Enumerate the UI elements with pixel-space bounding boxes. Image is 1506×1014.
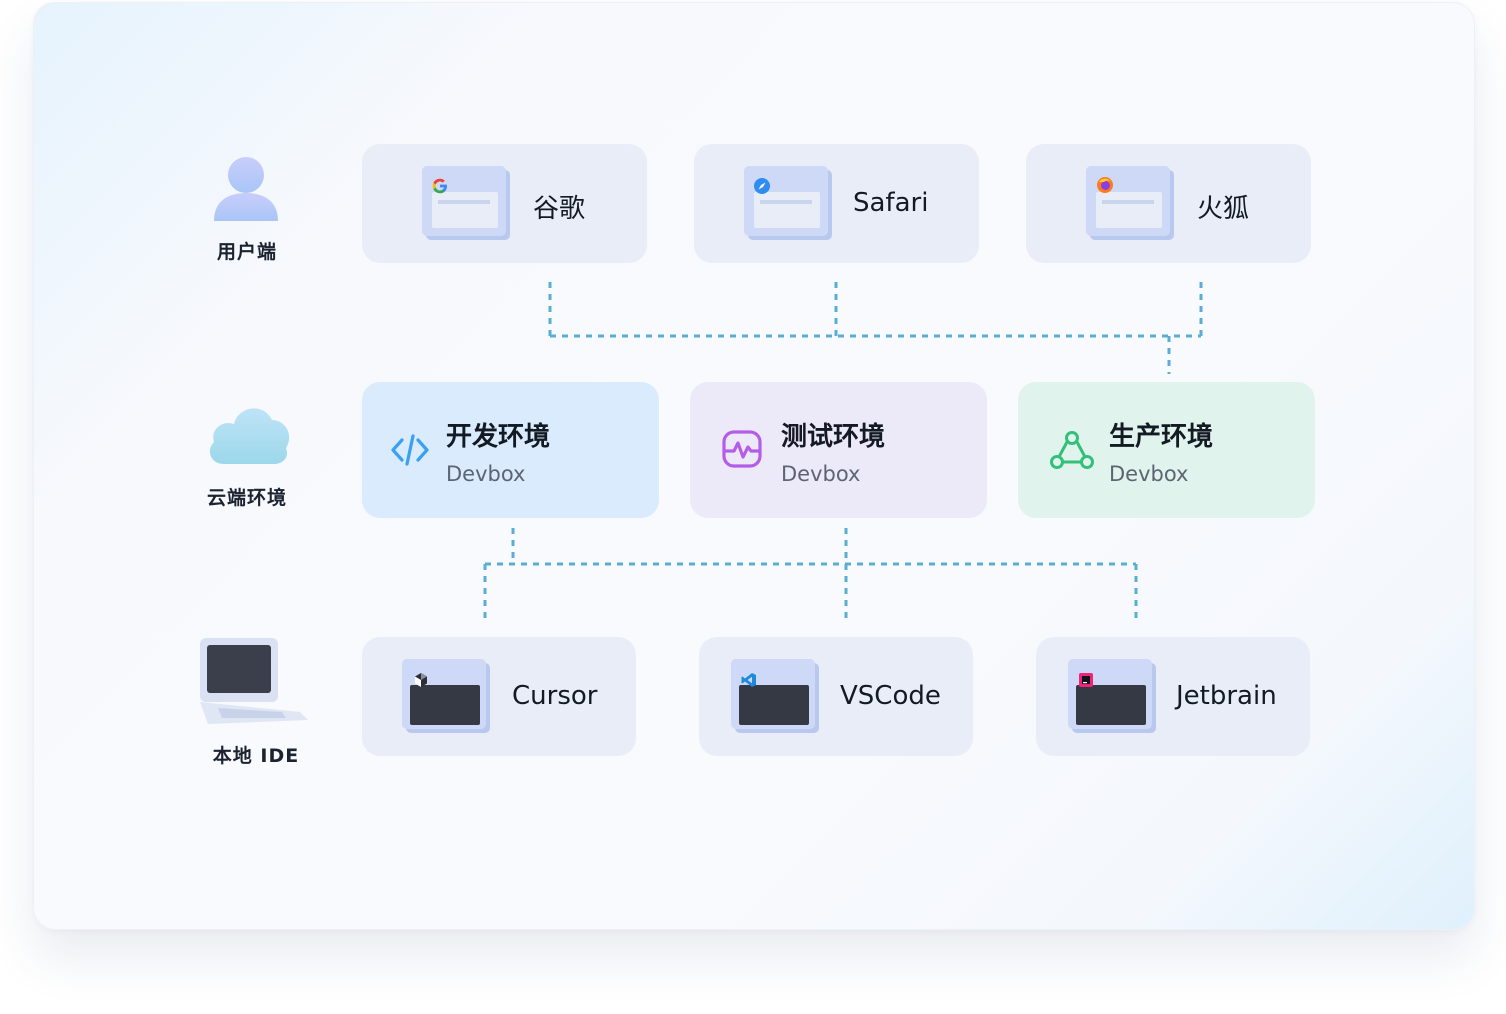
- safari-icon: [753, 177, 771, 195]
- cloud-icon: [209, 408, 290, 464]
- laptop-row-icon: [196, 636, 310, 728]
- laptop-icon: [200, 638, 308, 724]
- firefox-icon: [1096, 176, 1114, 194]
- env-sub-production: Devbox: [1109, 462, 1189, 486]
- user-icon: [214, 157, 278, 221]
- env-tile-production[interactable]: 生产环境 Devbox: [1018, 382, 1315, 518]
- browser-name-safari: Safari: [853, 188, 929, 218]
- browser-tile-safari[interactable]: Safari: [694, 144, 979, 263]
- browser-name-google: 谷歌: [533, 194, 586, 224]
- ide-tile-cursor[interactable]: Cursor: [362, 637, 636, 756]
- ide-name-vscode: VSCode: [840, 681, 941, 711]
- env-sub-testing: Devbox: [781, 462, 861, 486]
- row-label-cloud: 云端环境: [206, 487, 287, 509]
- env-tile-testing[interactable]: 测试环境 Devbox: [690, 382, 987, 518]
- user-row-icon: [210, 155, 284, 229]
- cursor-logo-icon: [413, 672, 429, 688]
- env-title-testing: 测试环境: [781, 422, 886, 452]
- ide-tile-vscode[interactable]: VSCode: [699, 637, 973, 756]
- row-label-user: 用户端: [216, 241, 277, 263]
- browser-name-firefox: 火狐: [1197, 194, 1250, 224]
- row-label-local: 本地 IDE: [212, 745, 300, 767]
- ide-name-cursor: Cursor: [512, 681, 598, 711]
- nodes-icon: [1050, 430, 1094, 474]
- ide-name-jetbrain: Jetbrain: [1176, 681, 1277, 711]
- google-icon: [431, 177, 449, 195]
- ide-window-icon: [400, 657, 492, 741]
- vscode-logo-icon: [741, 672, 757, 688]
- cloud-row-icon: [204, 398, 292, 468]
- env-tile-development[interactable]: 开发环境 Devbox: [362, 382, 659, 518]
- browser-tile-google[interactable]: 谷歌: [362, 144, 647, 263]
- code-icon: [390, 430, 430, 474]
- browser-tile-firefox[interactable]: 火狐: [1026, 144, 1311, 263]
- ide-window-icon: [729, 657, 821, 741]
- jetbrains-logo-icon: [1078, 672, 1094, 688]
- ide-window-icon: [1066, 657, 1158, 741]
- env-sub-development: Devbox: [446, 462, 526, 486]
- activity-icon: [722, 430, 764, 474]
- env-title-production: 生产环境: [1109, 422, 1214, 452]
- env-title-development: 开发环境: [446, 422, 551, 452]
- ide-tile-jetbrain[interactable]: Jetbrain: [1036, 637, 1310, 756]
- browser-window-icon: [420, 164, 512, 248]
